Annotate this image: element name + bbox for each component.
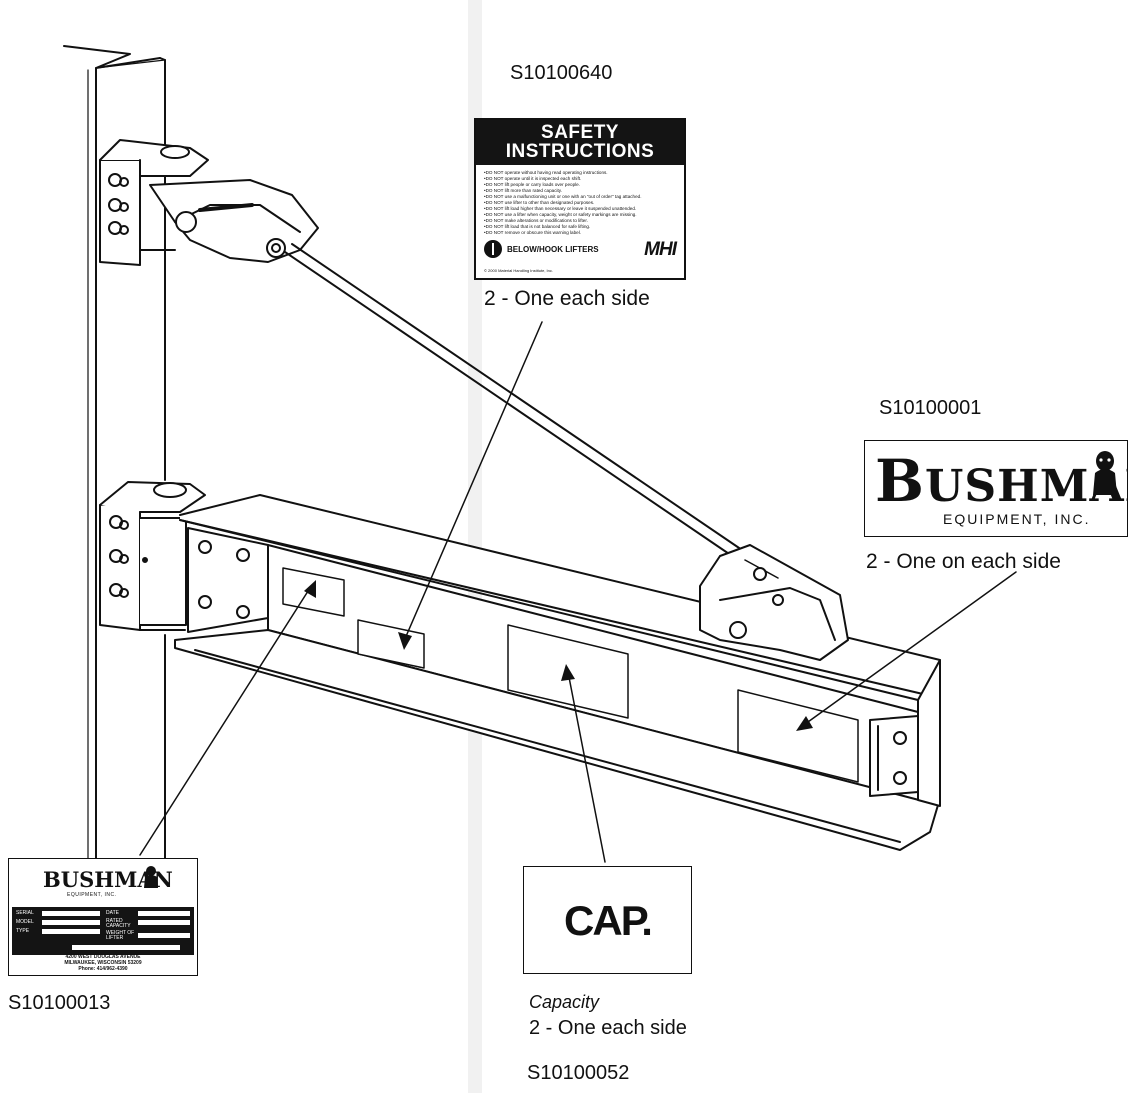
field-model: MODEL [16, 919, 34, 925]
wall-column [63, 45, 166, 871]
safety-bullet: DO NOT make alterations or modifications… [484, 218, 678, 224]
safety-copyright: © 2000 Material Handling Institute, Inc. [484, 268, 553, 273]
capacity-quantity-note: 2 - One each side [529, 1017, 687, 1039]
safety-bullet: DO NOT lift more than rated capacity. [484, 188, 678, 194]
bushman-subtitle: EQUIPMENT, INC. [943, 511, 1091, 527]
safety-bullet: DO NOT lift load that is not balanced fo… [484, 224, 678, 230]
leader-bushman [800, 571, 1017, 728]
leader-serial-plate [139, 587, 311, 856]
safety-instructions-decal: SAFETY INSTRUCTIONS DO NOT operate witho… [474, 118, 686, 280]
field-serial: SERIAL [16, 910, 34, 916]
plate-subtitle: EQUIPMENT, INC. [67, 892, 117, 898]
tie-rod [284, 243, 746, 561]
field-date: DATE [106, 910, 119, 916]
bushman-name-decal: BUSHMAN EQUIPMENT, INC. [864, 440, 1128, 537]
safety-decal-header: SAFETY INSTRUCTIONS [476, 120, 684, 165]
plate-field-grid: SERIAL MODEL TYPE DATE RATED CAPACITY WE… [12, 907, 194, 955]
blank-bar [138, 920, 190, 925]
lower-pivot-bracket [99, 481, 206, 631]
part-number-bushman: S10100001 [879, 397, 982, 419]
leader-safety [403, 321, 543, 642]
field-weight: WEIGHT OF LIFTER [106, 930, 135, 941]
rod-end-clevis [699, 544, 849, 661]
safety-bullet: DO NOT lift people or carry loads over p… [484, 182, 678, 188]
boom-beam [174, 494, 941, 851]
mhi-logo: MHI [644, 239, 677, 260]
leader-capacity [567, 671, 606, 863]
safety-bullet: DO NOT use a malfunctioning unit or one … [484, 194, 678, 200]
leader-lines [139, 321, 1017, 863]
plate-gorilla-icon [144, 866, 158, 888]
part-number-serial-plate: S10100013 [8, 992, 111, 1014]
field-rated-capacity: RATED CAPACITY [106, 918, 131, 929]
blank-bar [42, 920, 100, 925]
safety-bullet: DO NOT use lifter to other than designat… [484, 200, 678, 206]
safety-bullet: DO NOT use a lifter when capacity, weigh… [484, 212, 678, 218]
blank-bar [72, 945, 180, 950]
upper-pivot-bracket [99, 139, 319, 266]
safety-bullet: DO NOT lift load higher than necessary o… [484, 206, 678, 212]
safety-decal-footer: BELOW/HOOK LIFTERS MHI [482, 238, 678, 262]
safety-bullet: DO NOT remove or obscure this warning la… [484, 230, 678, 236]
plate-address: 4200 WEST DOUGLAS AVENUE MILWAUKEE, WISC… [64, 954, 142, 972]
safety-bullet-list: DO NOT operate without having read opera… [484, 170, 678, 236]
bushman-quantity-note: 2 - One on each side [866, 550, 1061, 573]
part-number-safety: S10100640 [510, 62, 613, 84]
blank-bar [138, 933, 190, 938]
safety-bullet: DO NOT operate until it is inspected eac… [484, 176, 678, 182]
blank-bar [42, 911, 100, 916]
capacity-caption: Capacity [529, 992, 600, 1012]
capacity-decal: CAP. [523, 866, 692, 974]
footer-brand: BELOW/HOOK LIFTERS [507, 245, 599, 254]
field-type: TYPE [16, 928, 30, 934]
blank-bar [42, 929, 100, 934]
hook-lifter-logo-icon [484, 240, 502, 258]
safety-bullet: DO NOT operate without having read opera… [484, 170, 678, 176]
safety-quantity-note: 2 - One each side [484, 287, 650, 310]
capacity-decal-text: CAP. [564, 897, 653, 944]
part-number-capacity: S10100052 [527, 1062, 630, 1084]
blank-bar [138, 911, 190, 916]
serial-plate-decal: BUSHMAN EQUIPMENT, INC. SERIAL MODEL TYP… [8, 858, 198, 976]
gorilla-icon [1093, 451, 1117, 495]
